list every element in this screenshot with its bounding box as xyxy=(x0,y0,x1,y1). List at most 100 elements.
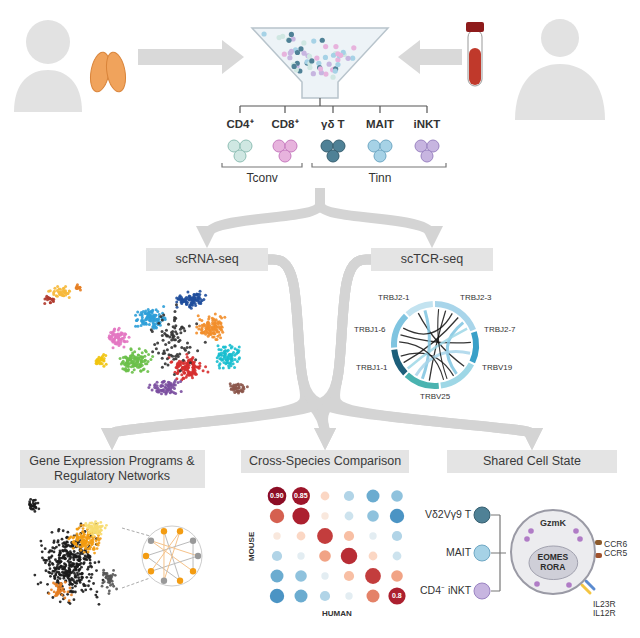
umap-plot xyxy=(173,344,176,347)
umap-plot xyxy=(155,389,158,392)
umap-plot xyxy=(204,365,207,368)
umap-highlight xyxy=(60,574,63,577)
umap-highlight xyxy=(72,540,75,543)
umap-plot xyxy=(196,349,199,352)
result-box: Shared Cell State xyxy=(447,450,617,473)
umap-plot xyxy=(180,296,183,299)
umap-highlight xyxy=(80,566,83,569)
umap-highlight xyxy=(63,546,66,549)
umap-plot xyxy=(198,362,201,365)
cytokine-receptor xyxy=(582,581,594,593)
umap-plot xyxy=(195,322,198,325)
split-arrow xyxy=(320,188,432,236)
umap-highlight xyxy=(62,589,65,592)
umap-plot xyxy=(141,320,144,323)
umap-highlight xyxy=(84,522,87,525)
umap-highlight xyxy=(45,569,48,572)
umap-highlight xyxy=(88,573,91,576)
umap-plot xyxy=(164,386,167,389)
umap-highlight xyxy=(114,574,117,577)
cell-mixture xyxy=(286,37,291,42)
umap-plot xyxy=(167,323,170,326)
umap-highlight xyxy=(99,521,102,524)
umap-highlight xyxy=(56,565,59,568)
umap-highlight xyxy=(31,508,34,511)
cell-type-label: γδ T xyxy=(321,118,345,131)
dot-plot xyxy=(367,510,379,522)
umap-highlight xyxy=(51,555,54,558)
umap-plot xyxy=(175,366,178,369)
umap-highlight xyxy=(59,600,62,603)
umap-plot xyxy=(237,358,240,361)
umap-plot xyxy=(176,353,179,356)
umap-plot xyxy=(189,346,192,349)
umap-highlight xyxy=(75,576,78,579)
cell-type-label: iNKT xyxy=(414,118,441,131)
umap-plot xyxy=(144,318,147,321)
umap-highlight xyxy=(95,542,98,545)
umap-highlight xyxy=(96,547,99,550)
umap-plot xyxy=(117,338,120,341)
umap-plot xyxy=(164,362,167,365)
umap-highlight xyxy=(43,559,46,562)
umap-plot xyxy=(151,309,154,312)
umap-plot xyxy=(194,297,197,300)
umap-highlight xyxy=(78,563,81,566)
umap-plot xyxy=(118,338,121,341)
umap-highlight xyxy=(108,581,111,584)
granule xyxy=(524,536,530,542)
umap-plot xyxy=(156,387,159,390)
umap-highlight xyxy=(59,582,62,585)
umap-highlight xyxy=(32,508,35,511)
umap-plot xyxy=(222,346,225,349)
correlation-value: 0.90 xyxy=(270,492,284,500)
umap-highlight xyxy=(93,548,96,551)
umap-highlight xyxy=(51,531,54,534)
zoom-line xyxy=(122,528,150,588)
umap-highlight xyxy=(62,577,65,580)
umap-highlight xyxy=(58,544,61,547)
regulatory-network xyxy=(151,531,180,571)
dot-plot xyxy=(365,568,381,584)
umap-plot xyxy=(102,353,105,356)
umap-highlight xyxy=(62,568,65,571)
umap-plot xyxy=(195,373,198,376)
umap-plot xyxy=(215,318,218,321)
umap-highlight xyxy=(83,551,86,554)
umap-plot xyxy=(189,371,192,374)
dot-plot xyxy=(392,531,402,541)
umap-plot xyxy=(174,383,177,386)
umap-plot xyxy=(112,346,115,349)
gene-segment-label: TRBJ1-6 xyxy=(354,326,386,335)
regulatory-network xyxy=(190,568,196,574)
umap-plot xyxy=(172,335,175,338)
umap-plot xyxy=(161,357,164,360)
umap-plot xyxy=(173,318,176,321)
dot-plot xyxy=(320,591,330,601)
dot-plot xyxy=(369,552,378,561)
umap-plot xyxy=(195,293,198,296)
umap-plot xyxy=(161,366,164,369)
umap-highlight xyxy=(60,583,63,586)
umap-highlight xyxy=(97,561,100,564)
umap-plot xyxy=(177,381,180,384)
umap-plot xyxy=(166,348,169,351)
umap-plot xyxy=(223,316,226,319)
cell-mixture xyxy=(314,55,319,60)
umap-plot xyxy=(97,362,100,365)
umap-plot xyxy=(201,328,204,331)
dot-plot xyxy=(297,532,306,541)
umap-plot xyxy=(135,319,138,322)
umap-plot xyxy=(135,363,138,366)
cell-mixture xyxy=(307,65,312,70)
dot-plot xyxy=(321,572,328,579)
umap-highlight xyxy=(101,525,104,528)
umap-plot xyxy=(157,322,160,325)
umap-plot xyxy=(182,366,185,369)
umap-plot xyxy=(208,315,211,318)
umap-highlight xyxy=(62,529,65,532)
umap-highlight xyxy=(73,536,76,539)
umap-highlight xyxy=(65,540,68,543)
umap-highlight xyxy=(33,574,36,577)
cell-mixture xyxy=(318,66,323,71)
